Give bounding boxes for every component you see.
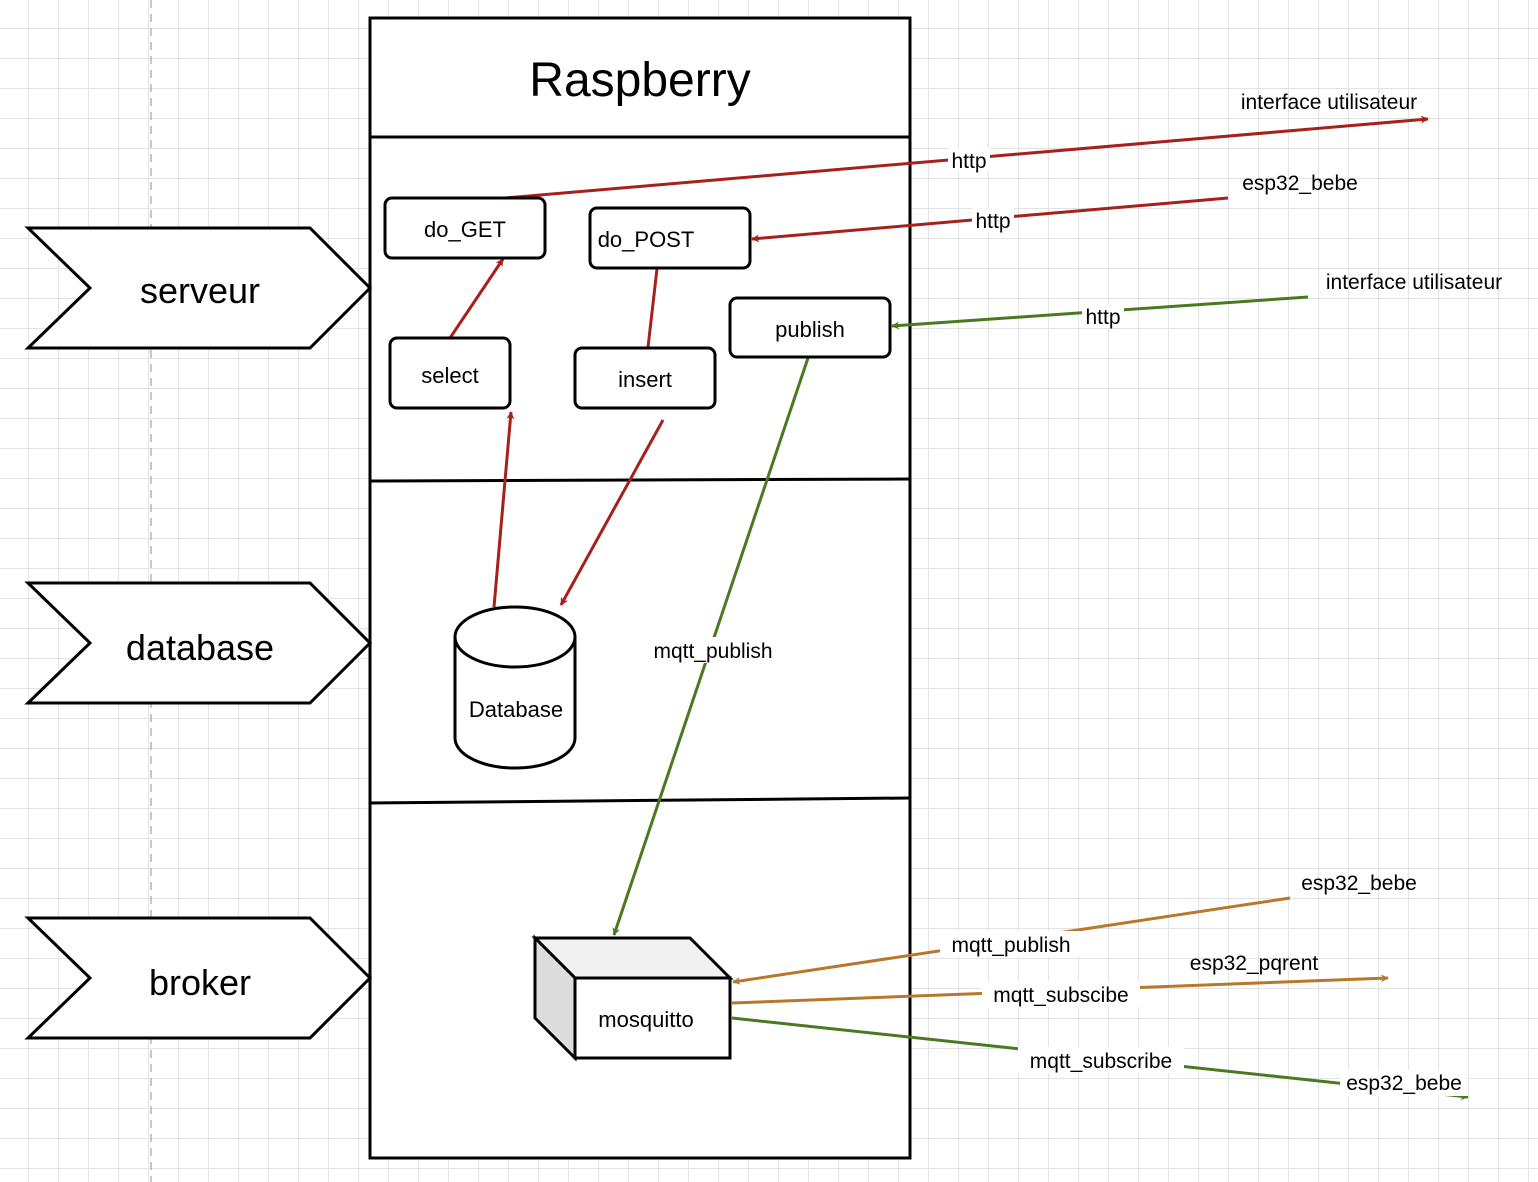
edge-label-http-2: http bbox=[972, 208, 1014, 233]
external-esp32-bebe-3: esp32_bebe bbox=[1340, 1070, 1468, 1096]
edge-label-http-1: http bbox=[948, 148, 990, 173]
layer-serveur: serveur bbox=[24, 226, 373, 350]
svg-text:http: http bbox=[975, 210, 1010, 233]
layer-serveur-label: serveur bbox=[140, 270, 260, 311]
layer-database-label: database bbox=[126, 627, 274, 668]
svg-text:http: http bbox=[951, 150, 986, 173]
edge-select-to-do-get bbox=[448, 258, 505, 339]
edge-database-to-select bbox=[492, 411, 515, 608]
node-publish[interactable]: publish bbox=[728, 296, 892, 359]
node-database[interactable]: Database bbox=[453, 605, 577, 770]
svg-text:publish: publish bbox=[775, 317, 845, 342]
edge-label-mqtt-subscibe: mqtt_subscibe bbox=[982, 981, 1140, 1007]
server-box-icon: mosquitto bbox=[598, 1007, 693, 1032]
svg-text:mqtt_subscribe: mqtt_subscribe bbox=[1030, 1050, 1172, 1073]
layer-database: database bbox=[24, 581, 373, 705]
svg-text:mqtt_publish: mqtt_publish bbox=[653, 640, 772, 663]
layer-broker-label: broker bbox=[149, 962, 251, 1003]
external-esp32-bebe-1: esp32_bebe bbox=[1242, 172, 1358, 195]
svg-text:select: select bbox=[421, 363, 478, 388]
external-esp32-parent: esp32_pqrent bbox=[1190, 952, 1319, 975]
svg-text:do_POST: do_POST bbox=[598, 227, 695, 252]
node-do-get[interactable]: do_GET bbox=[383, 196, 547, 260]
svg-text:do_GET: do_GET bbox=[424, 217, 506, 242]
external-interface-utilisateur-2: interface utilisateur bbox=[1326, 271, 1502, 294]
svg-text:esp32_bebe: esp32_bebe bbox=[1346, 1072, 1462, 1095]
external-esp32-bebe-2: esp32_bebe bbox=[1301, 872, 1417, 895]
container-title: Raspberry bbox=[529, 54, 750, 107]
edge-do-post-to-insert bbox=[643, 259, 660, 357]
edge-label-mqtt-publish-ext: mqtt_publish bbox=[940, 931, 1082, 957]
edge-label-mqtt-publish-main: mqtt_publish bbox=[643, 637, 783, 663]
node-select[interactable]: select bbox=[388, 336, 512, 410]
edge-insert-to-database bbox=[559, 419, 665, 606]
svg-text:mqtt_subscibe: mqtt_subscibe bbox=[993, 984, 1128, 1007]
svg-text:mqtt_publish: mqtt_publish bbox=[951, 934, 1070, 957]
edge-label-http-3: http bbox=[1082, 304, 1124, 329]
node-insert[interactable]: insert bbox=[573, 346, 717, 410]
edge-label-mqtt-subscribe: mqtt_subscribe bbox=[1018, 1047, 1184, 1073]
external-interface-utilisateur-1: interface utilisateur bbox=[1241, 91, 1417, 114]
svg-text:http: http bbox=[1085, 306, 1120, 329]
layer-broker: broker bbox=[24, 916, 373, 1040]
node-mosquitto[interactable]: mosquitto bbox=[531, 934, 734, 1062]
node-do-post[interactable]: do_POST bbox=[588, 206, 752, 270]
database-icon: Database bbox=[469, 697, 563, 722]
svg-text:insert: insert bbox=[618, 367, 672, 392]
